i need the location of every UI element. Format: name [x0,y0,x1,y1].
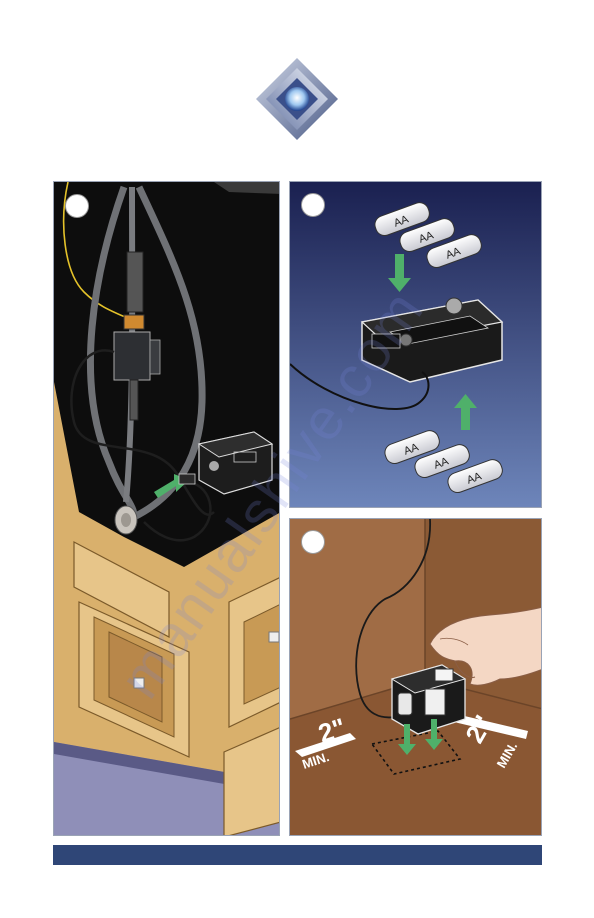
drawer-knob [134,678,144,688]
step-number-1-marker [65,194,89,218]
footer-bar [53,845,542,865]
step-number-2-marker [301,193,325,217]
step-number-3-marker [301,530,325,554]
brand-logo-icon [254,56,340,142]
battery-install-illustration: AA AA AA AA AA [290,182,542,508]
faucet-control-box-illustration [54,182,280,836]
step-3-illustration: 2" MIN. 2" MIN. [289,518,542,836]
step-1-illustration [53,181,280,836]
battery-placement-illustration: 2" MIN. 2" MIN. [290,519,542,836]
step-2-illustration: AA AA AA AA AA [289,181,542,508]
